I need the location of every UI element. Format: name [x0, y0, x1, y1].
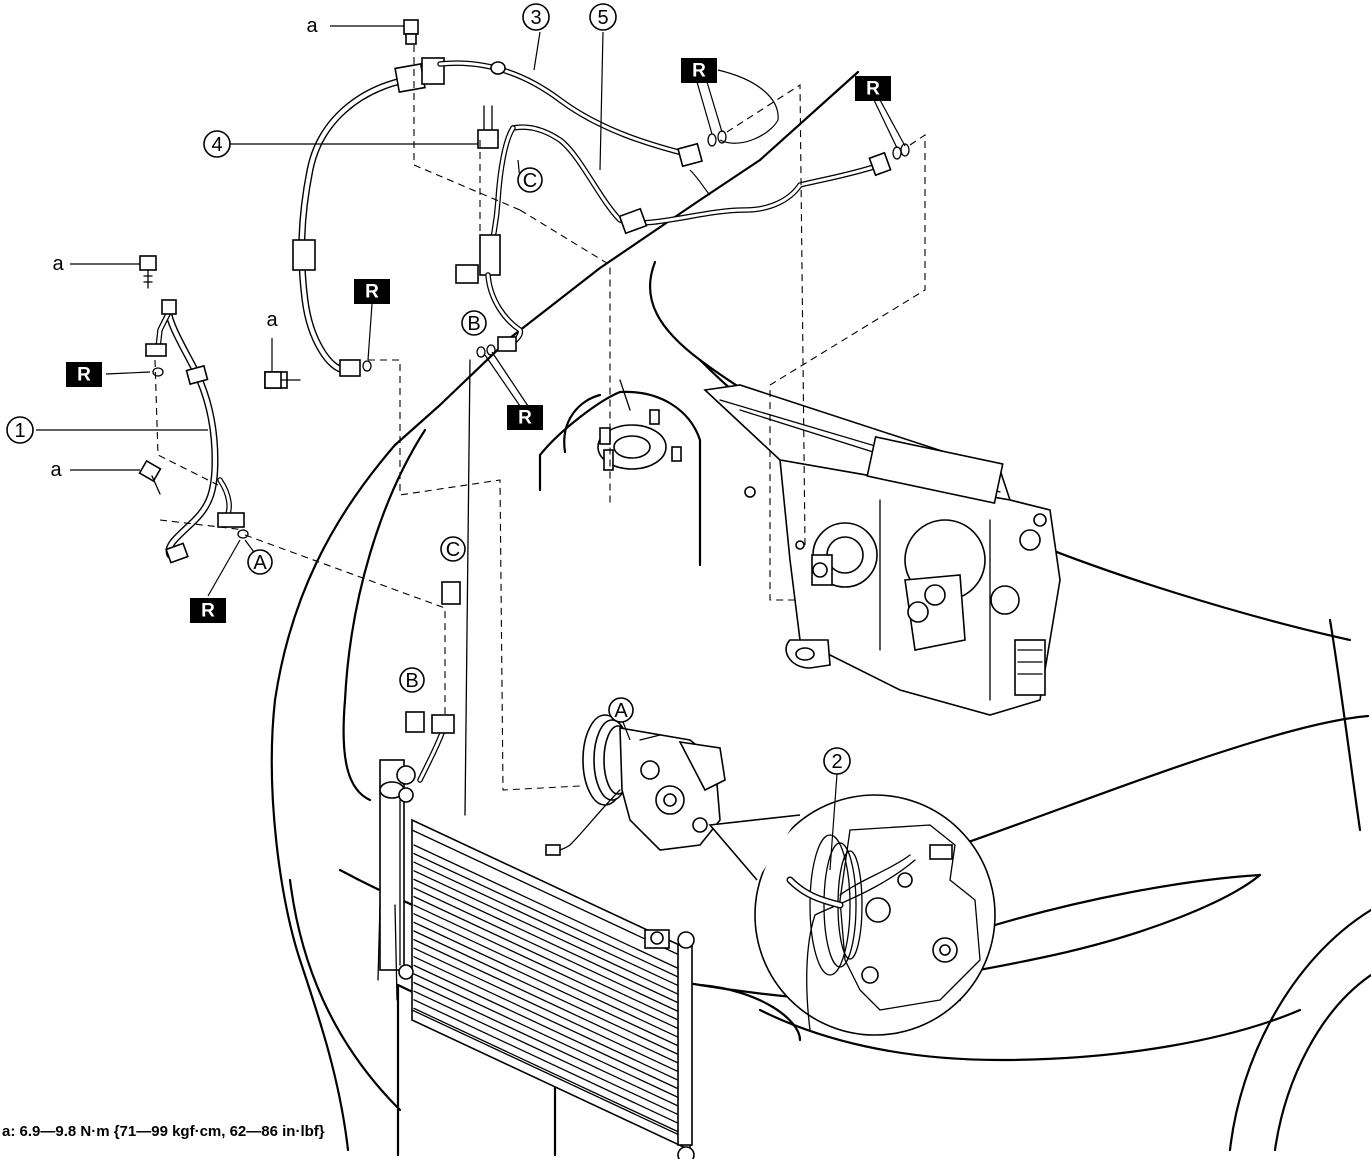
ac-compressor: [545, 714, 726, 856]
callout-3: 3: [522, 3, 550, 31]
condenser-fin: [413, 861, 689, 991]
condenser-fin: [413, 930, 689, 1060]
svg-text:R: R: [518, 408, 532, 429]
svg-text:A: A: [614, 700, 628, 722]
connection-label-c-upper: C: [517, 167, 543, 193]
condenser-fin: [413, 844, 689, 974]
torque-specification: a: 6.9—9.8 N·m {71—99 kgf·cm, 62—86 in·l…: [2, 1123, 325, 1140]
hvac-unit: [703, 384, 1061, 716]
bolt-top: [403, 19, 419, 45]
condenser-fin: [413, 904, 689, 1034]
svg-text:4: 4: [211, 134, 222, 156]
svg-text:5: 5: [597, 7, 608, 29]
connection-label-b-lower: B: [399, 667, 425, 693]
condenser-fin: [413, 990, 689, 1120]
svg-text:2: 2: [831, 751, 842, 773]
leader-lines: [36, 25, 906, 871]
svg-text:A: A: [253, 552, 267, 574]
replace-marker-5: R: [507, 405, 543, 430]
condenser: [377, 759, 695, 1159]
svg-text:C: C: [446, 539, 460, 561]
condenser-fin: [413, 981, 689, 1112]
condenser-fin: [413, 956, 689, 1086]
svg-text:B: B: [405, 670, 418, 692]
svg-text:R: R: [201, 601, 215, 622]
bolt-label-left-lower: a: [50, 459, 62, 481]
condenser-fin: [413, 913, 689, 1043]
connection-label-a-left: A: [247, 549, 273, 575]
compressor-detail-view: [708, 794, 996, 1036]
condenser-fin: [413, 878, 689, 1009]
svg-text:3: 3: [530, 7, 541, 29]
bolts: [138, 19, 419, 495]
callout-5: 5: [589, 3, 617, 31]
condenser-fin: [413, 887, 689, 1017]
connection-label-c-lower: C: [440, 536, 466, 562]
svg-text:C: C: [523, 170, 537, 192]
alignment-lines: [154, 45, 926, 791]
replace-marker-6: R: [190, 598, 226, 623]
callout-1: 1: [6, 416, 34, 444]
svg-text:R: R: [365, 282, 379, 303]
condenser-fin: [413, 1007, 689, 1138]
refrigerant-lines: [145, 57, 892, 816]
connection-label-b-upper: B: [461, 310, 487, 336]
replace-marker-2: R: [855, 76, 891, 101]
condenser-fin: [413, 947, 689, 1077]
replace-marker-3: R: [354, 279, 390, 304]
condenser-fin: [413, 938, 689, 1069]
bolt-label-left-upper: a: [52, 253, 64, 275]
condenser-fin: [413, 999, 689, 1129]
callout-4: 4: [203, 130, 231, 158]
replace-marker-1: R: [681, 58, 717, 83]
bolt-label-top: a: [306, 15, 318, 37]
condenser-fin: [413, 921, 689, 1052]
bolt-left-upper: [139, 255, 157, 289]
svg-text:R: R: [692, 61, 706, 82]
connection-label-a-compressor: A: [608, 697, 634, 723]
bolt-label-middle: a: [266, 309, 278, 331]
strut-tower: [538, 379, 702, 567]
bolt-middle: [264, 371, 301, 389]
svg-text:R: R: [866, 79, 880, 100]
condenser-fin: [413, 895, 689, 1026]
callout-2: 2: [823, 747, 851, 775]
bolt-left-lower: [138, 459, 162, 495]
svg-text:B: B: [467, 313, 480, 335]
replace-marker-4: R: [66, 362, 102, 387]
condenser-fin: [413, 964, 689, 1095]
condenser-fin: [413, 852, 689, 983]
condenser-fins: [413, 844, 689, 1138]
condenser-fin: [413, 870, 689, 1000]
svg-text:1: 1: [14, 420, 25, 442]
condenser-fin: [413, 973, 689, 1103]
svg-text:R: R: [77, 365, 91, 386]
